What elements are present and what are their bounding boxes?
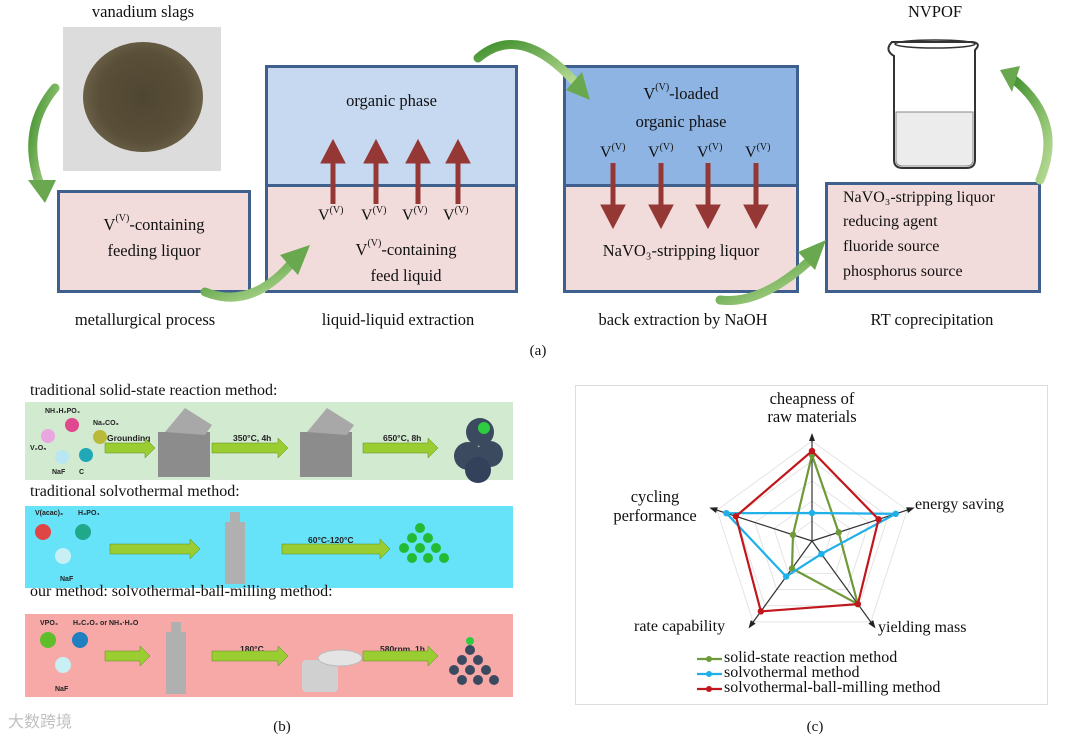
loaded-organic-line1: V(V)-loaded [643,82,719,103]
data-point [808,447,816,455]
legend-entry: solvothermal method [724,664,860,681]
chemical-label: VPO₄ [40,620,59,627]
data-point [789,531,797,539]
chemical-label: C [79,469,85,476]
reagent-line: fluoride source [843,238,940,255]
reagent-line: phosphorus source [843,263,963,280]
chemical-label: V(acac)₃ [35,510,64,517]
vanadium-ion-label: V(V) [648,142,674,161]
axis-arrow-icon [906,507,915,513]
method-title: our method: solvothermal-ball-milling me… [30,583,333,600]
vanadium-ion-label: V(V) [443,205,469,224]
data-point [854,600,862,608]
axis-arrow-icon [868,620,876,629]
coprecipitation-box: NaVO₃-stripping liquor reducing agent fl… [825,182,1041,293]
vanadium-ion-label: V(V) [745,142,771,161]
chemical-label: NaF [55,686,69,693]
legend-marker [706,656,712,662]
data-point [818,550,825,558]
step-label: metallurgical process [74,310,216,329]
slag-label: vanadium slags [91,2,195,21]
feeding-liquor-line2: feeding liquor [107,241,201,260]
grid-ring [716,440,908,623]
legend-entry: solid-state reaction method [724,649,898,666]
grid-ring [754,480,870,591]
axis-arrow-icon [809,433,815,441]
vanadium-ion-label: V(V) [318,205,344,224]
vanadium-slag-photo [63,27,221,171]
step-label: back extraction by NaOH [598,310,768,329]
data-point [757,608,765,615]
radar-chart-frame [575,385,1048,705]
legend-marker [706,686,712,692]
vanadium-ion-label: V(V) [361,205,387,224]
reagent-line: reducing agent [843,213,938,230]
data-point [782,573,790,580]
caption-a: (a) [529,343,547,359]
data-point [723,509,730,517]
method-title: traditional solvothermal method: [30,483,240,500]
data-point [788,565,796,572]
vanadium-ion-label: V(V) [402,205,428,224]
chemical-label: NaF [52,469,66,476]
data-point [835,529,842,536]
series-line [734,449,880,613]
feed-liquid-line1: V(V)-containing [355,238,457,259]
chemical-label: V₂O₅ [30,445,47,452]
chemical-label: NaF [60,576,74,583]
method-title: traditional solid-state reaction method: [30,382,278,399]
chemical-label: NH₄H₂PO₄ [45,408,81,415]
product-label: NVPOF [907,2,963,21]
grid-ring [735,460,889,607]
vanadium-ion-label: V(V) [600,142,626,161]
watermark: 大数跨境 [8,712,73,731]
chemical-label: Na₂CO₃ [93,420,119,427]
series-line [790,451,860,607]
loaded-organic-line2: organic phase [635,112,727,131]
axis-arrow-icon [748,620,756,629]
axis-arrow-icon [709,507,718,513]
chemical-label: H₃PO₄ [78,510,100,517]
axis-label-energy-saving: energy saving [915,496,1005,513]
legend-entry: solvothermal-ball-milling method [724,679,941,696]
stripping-liquor-label: NaVO₃-stripping liquor [602,241,760,260]
vanadium-ion-label: V(V) [697,142,723,161]
organic-phase-region [268,68,515,187]
step-label: RT coprecipitation [870,310,994,329]
caption-c: (c) [806,719,824,735]
organic-phase-label: organic phase [346,91,437,110]
data-point [808,509,816,517]
feeding-liquor-line1: V(V)-containing [103,213,205,234]
grid-ring [792,520,832,558]
reagent-line: NaVO₃-stripping liquor [843,189,995,206]
step-label: liquid-liquid extraction [321,310,475,329]
caption-b: (b) [273,719,291,735]
data-point [875,516,882,523]
feed-liquid-line2: feed liquid [370,266,442,285]
axis-label-rate-capability: rate capability [634,618,726,635]
axis-label-yielding-mass: yielding mass [878,619,967,636]
data-point [732,513,740,520]
chemical-label: H₂C₂O₄ or NH₃·H₂O [73,620,139,627]
legend-marker [706,671,712,677]
grid-ring [773,500,851,574]
feeding-liquor-box: V(V)-containing feeding liquor [57,190,251,293]
data-point [892,510,899,518]
